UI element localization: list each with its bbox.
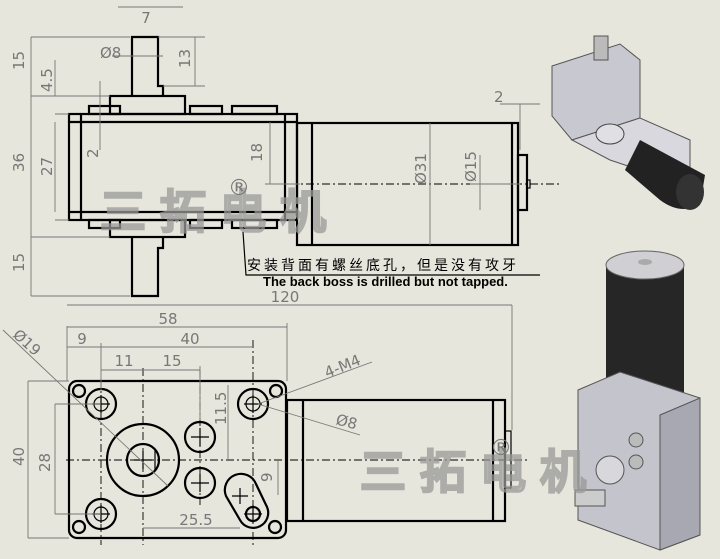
- dim-hole-dia: Ø8: [334, 410, 359, 433]
- watermark-registered: ®: [228, 176, 250, 201]
- motor-photo-bottom: [574, 250, 701, 551]
- motor-photo-top: [551, 35, 705, 210]
- dim-offset1: 11: [114, 352, 133, 370]
- watermark-text: 三拓电机: [100, 185, 340, 239]
- dim-shaft-len-bottom: 15: [10, 253, 28, 272]
- dim-slot-pitch: 25.5: [179, 511, 212, 529]
- dim-inner: 27: [38, 157, 56, 176]
- dim-motor-dia: Ø31: [412, 153, 430, 184]
- dim-height: 36: [10, 153, 28, 172]
- note-chinese: 安装背面有螺丝底孔，但是没有攻牙: [247, 258, 519, 274]
- dim-hole-pitch: 40: [180, 330, 199, 348]
- dim-shaft-dia: Ø8: [100, 44, 121, 62]
- dim-box-h: 40: [10, 447, 28, 466]
- dim-boss-dia: Ø19: [9, 326, 44, 360]
- dim-shaft-len-top: 15: [10, 51, 28, 70]
- dim-flat-len: 13: [176, 49, 194, 68]
- dim-box-len: 58: [158, 310, 177, 328]
- watermark-text-2: 三拓电机: [360, 445, 600, 499]
- dim-slot-off: 9: [258, 472, 276, 482]
- dim-flange: 2: [84, 148, 102, 158]
- dim-cap: 2: [494, 88, 504, 106]
- dim-shaft-width: 7: [141, 9, 151, 27]
- dim-thread: 4-M4: [322, 351, 363, 382]
- dim-offset2: 15: [162, 352, 181, 370]
- dim-edge: 9: [77, 330, 87, 348]
- dim-boss-h: 4.5: [38, 68, 56, 92]
- watermark: 三拓电机 ® 三拓电机 ®: [99, 176, 600, 500]
- top-view: 7 Ø8 13 15 4.5 2 36 27 18 15 2 Ø31 Ø15 安…: [10, 6, 560, 298]
- watermark-registered-2: ®: [490, 436, 512, 461]
- dim-cap-dia: Ø15: [462, 151, 480, 182]
- bottom-view: 120 58 40 9 11 15 Ø19 4-M4 Ø8 11.5 40 28…: [2, 288, 530, 545]
- dim-hole-v-pitch: 28: [36, 453, 54, 472]
- dim-center: 18: [248, 143, 266, 162]
- note-english: The back boss is drilled but not tapped.: [263, 274, 508, 289]
- dim-v-offset: 11.5: [212, 392, 230, 425]
- dim-total-len: 120: [271, 288, 300, 306]
